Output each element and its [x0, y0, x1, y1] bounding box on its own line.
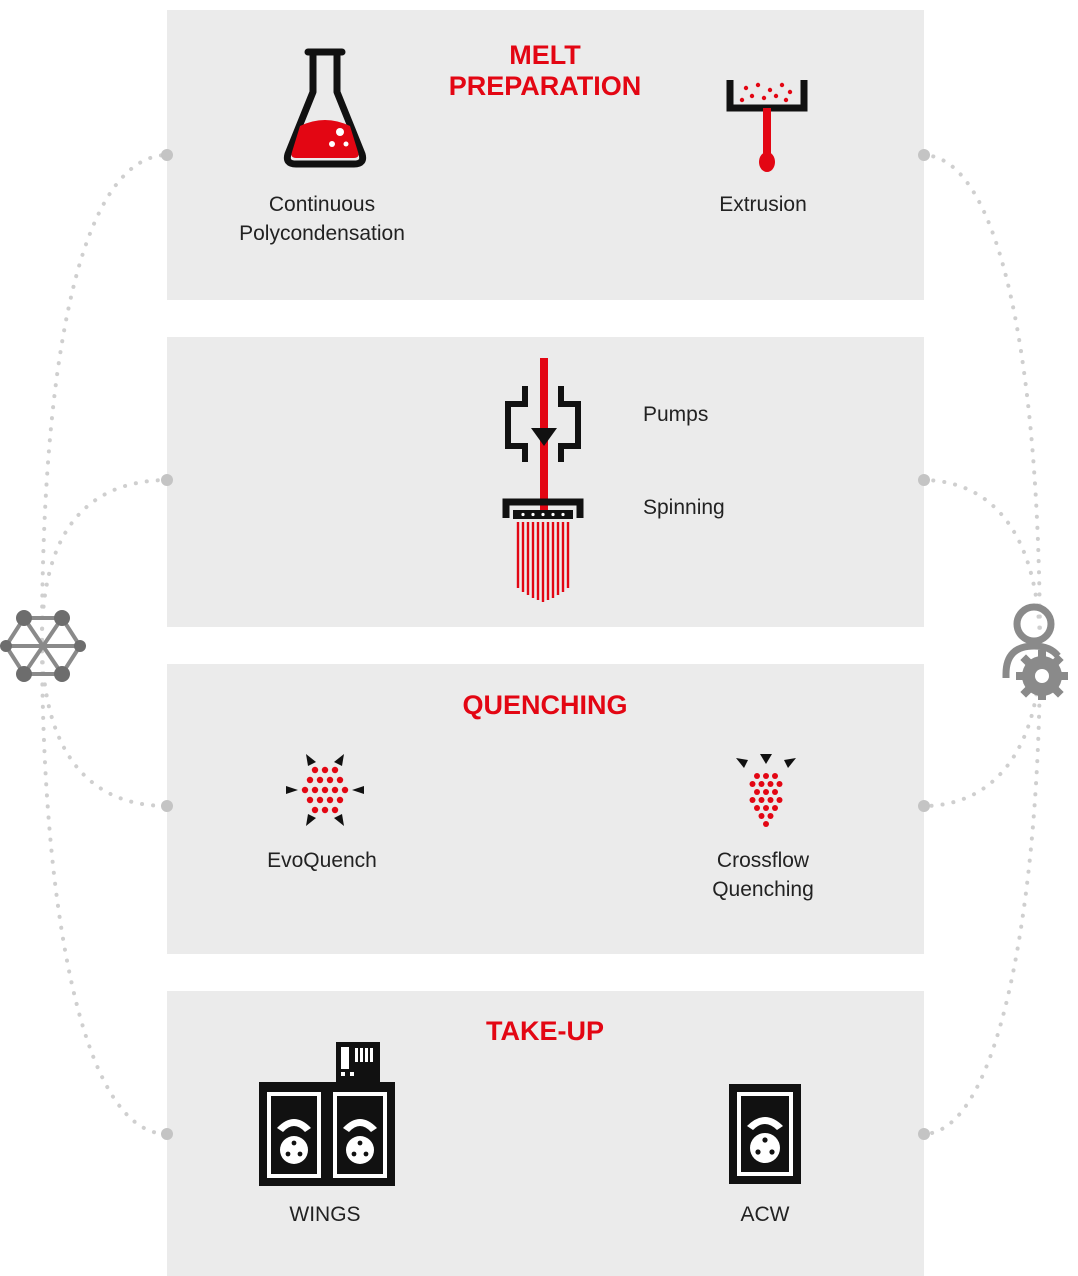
fiber-dot: [326, 776, 334, 784]
fiber-dot: [763, 805, 769, 811]
fiber-dot: [749, 797, 756, 803]
connector-right-1: [923, 153, 1042, 652]
fiber-dot: [763, 789, 769, 795]
fiber-dot: [763, 773, 769, 779]
connector-dot: [918, 474, 930, 486]
fiber-dot: [316, 776, 324, 784]
fiber-dot: [758, 781, 765, 787]
fiber-dot: [331, 766, 339, 774]
fiber-dot: [754, 773, 760, 779]
heading-take-up: TAKE-UP: [486, 1016, 604, 1046]
label-evoquench: EvoQuench: [267, 849, 377, 872]
fiber-dot: [306, 796, 314, 804]
fiber-dot: [749, 781, 756, 787]
fiber-dot: [326, 796, 334, 804]
fiber-dot: [311, 786, 319, 794]
label-acw: ACW: [740, 1203, 790, 1226]
fiber-dot: [767, 781, 774, 787]
label-crossflow-quenching: Crossflow Quenching: [712, 849, 814, 901]
network-icon: [0, 610, 86, 682]
spinneret-icon: [502, 498, 584, 602]
connector-left-2: [40, 478, 167, 642]
connector-left-4: [40, 638, 167, 1136]
label-continuous-polycondensation: Continuous Polycondensation: [239, 193, 405, 245]
connector-dot: [918, 1128, 930, 1140]
connector-dot: [161, 474, 173, 486]
fiber-dot: [772, 773, 778, 779]
fiber-dot: [776, 797, 783, 803]
fiber-dot: [321, 806, 329, 814]
connector-dot: [161, 149, 173, 161]
connector-dot: [161, 800, 173, 812]
fiber-dot: [767, 797, 774, 803]
fiber-dot: [772, 789, 778, 795]
user-gear-icon: [1002, 603, 1068, 700]
fiber-dot: [341, 786, 349, 794]
connector-dot: [161, 1128, 173, 1140]
fiber-dot: [311, 806, 319, 814]
crossflow-icon: [736, 754, 796, 827]
label-spinning: Spinning: [643, 496, 725, 519]
fiber-dot: [331, 806, 339, 814]
fiber-dot: [772, 805, 778, 811]
extruder-icon: [726, 80, 808, 172]
fiber-dot: [321, 766, 329, 774]
winder-double-icon: [259, 1042, 395, 1186]
connector-dot: [918, 800, 930, 812]
fiber-dot: [306, 776, 314, 784]
label-pumps: Pumps: [643, 403, 709, 426]
winder-single-icon: [729, 1084, 801, 1184]
flask-icon: [283, 48, 367, 168]
fiber-dot: [758, 797, 765, 803]
fiber-dot: [754, 789, 760, 795]
fiber-dot: [311, 766, 319, 774]
fiber-dot: [336, 776, 344, 784]
connector-left-1: [40, 153, 167, 642]
connector-dot: [918, 149, 930, 161]
fiber-dot: [767, 813, 774, 819]
fiber-dot: [758, 813, 765, 819]
fiber-dot: [331, 786, 339, 794]
fiber-dot: [754, 805, 760, 811]
label-wings: WINGS: [289, 1203, 361, 1226]
fiber-dot: [763, 821, 769, 827]
panel-quenching: [167, 664, 924, 954]
pump-icon: [505, 358, 581, 510]
label-extrusion: Extrusion: [719, 193, 807, 216]
fiber-dot: [776, 781, 783, 787]
fiber-dot: [321, 786, 329, 794]
heading-melt-preparation: MELT PREPARATION: [448, 40, 642, 101]
fiber-dot: [336, 796, 344, 804]
evoquench-icon: [286, 754, 364, 826]
fiber-dot: [316, 796, 324, 804]
heading-quenching: QUENCHING: [462, 690, 628, 720]
fiber-dot: [301, 786, 309, 794]
